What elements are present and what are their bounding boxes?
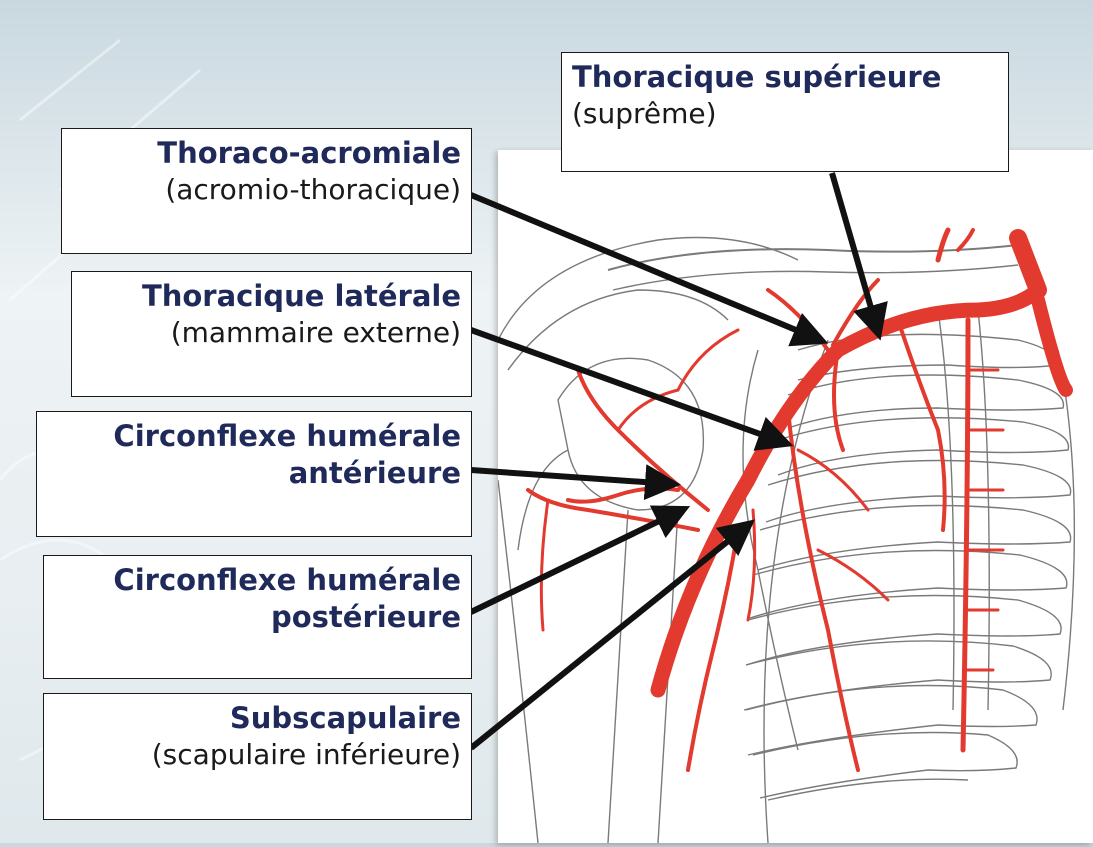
label-thoraco-acromiale: Thoraco-acromiale (acromio-thoracique) <box>61 128 472 254</box>
label-title: Thoraco-acromiale <box>72 135 461 172</box>
label-title-line2: postérieure <box>54 599 461 636</box>
label-thoracique-laterale: Thoracique latérale (mammaire externe) <box>71 271 472 397</box>
label-title-line2: antérieure <box>47 455 461 492</box>
label-subtitle: (suprême) <box>572 96 998 132</box>
label-thoracique-superieure: Thoracique supérieure (suprême) <box>561 52 1009 172</box>
label-circonflexe-posterieure: Circonflexe humérale postérieure <box>43 555 472 679</box>
label-title: Thoracique supérieure <box>572 59 998 96</box>
label-title: Thoracique latérale <box>82 278 461 315</box>
label-subtitle: (mammaire externe) <box>82 315 461 351</box>
thorax-drawing <box>498 150 1093 843</box>
label-subtitle: (acromio-thoracique) <box>72 172 461 208</box>
label-title-line1: Circonflexe humérale <box>54 562 461 599</box>
label-circonflexe-anterieure: Circonflexe humérale antérieure <box>36 411 472 537</box>
label-subscapulaire: Subscapulaire (scapulaire inférieure) <box>43 693 472 820</box>
label-title: Subscapulaire <box>54 700 461 737</box>
label-subtitle: (scapulaire inférieure) <box>54 737 461 773</box>
label-title-line1: Circonflexe humérale <box>47 418 461 455</box>
thorax-artery-illustration <box>498 150 1093 843</box>
